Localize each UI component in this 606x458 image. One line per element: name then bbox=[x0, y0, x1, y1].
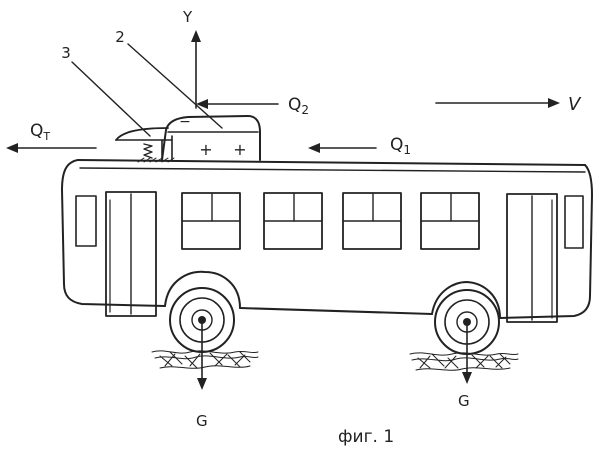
velocity-label: V bbox=[568, 94, 582, 115]
force-y-label: Y bbox=[182, 8, 193, 26]
side-window bbox=[182, 193, 240, 249]
force-q1-label: Q1 bbox=[390, 135, 411, 157]
force-q1-arrow bbox=[308, 143, 376, 153]
front-end-window bbox=[76, 196, 96, 246]
part-number-3: 3 bbox=[61, 44, 71, 62]
velocity-arrow bbox=[436, 98, 560, 108]
roof-device: + + − bbox=[162, 114, 260, 160]
flap bbox=[116, 128, 168, 140]
side-window bbox=[264, 193, 322, 249]
part-number-2: 2 bbox=[115, 28, 125, 46]
weight-rear-label: G bbox=[458, 392, 470, 410]
side-window bbox=[343, 193, 401, 249]
ground-under-rear-wheel bbox=[410, 353, 518, 370]
bus-body bbox=[62, 160, 592, 318]
spring bbox=[144, 144, 152, 158]
minus-sign: − bbox=[179, 114, 191, 130]
rear-end-outline bbox=[500, 165, 592, 318]
force-qt-label: QT bbox=[30, 121, 50, 143]
front-end-outline bbox=[62, 160, 165, 306]
side-windows bbox=[182, 193, 479, 249]
plus-sign: + bbox=[233, 140, 246, 159]
force-y-arrow bbox=[191, 30, 201, 108]
ground-under-front-wheel bbox=[152, 351, 258, 368]
plus-sign: + bbox=[199, 140, 212, 159]
force-q2-label: Q2 bbox=[288, 95, 309, 117]
force-q2-arrow bbox=[196, 99, 278, 109]
leader-line-3 bbox=[72, 62, 150, 136]
front-door bbox=[106, 192, 156, 316]
rear-door bbox=[507, 194, 557, 322]
weight-front-label: G bbox=[196, 412, 208, 430]
leader-line-2 bbox=[128, 44, 222, 128]
roof-line bbox=[78, 160, 585, 165]
side-window bbox=[421, 193, 479, 249]
roof-inner-line bbox=[80, 168, 585, 172]
rear-end-window bbox=[565, 196, 583, 248]
force-qt-arrow bbox=[6, 143, 96, 153]
bottom-edge bbox=[240, 308, 432, 314]
figure-caption: фиг. 1 bbox=[338, 427, 394, 447]
